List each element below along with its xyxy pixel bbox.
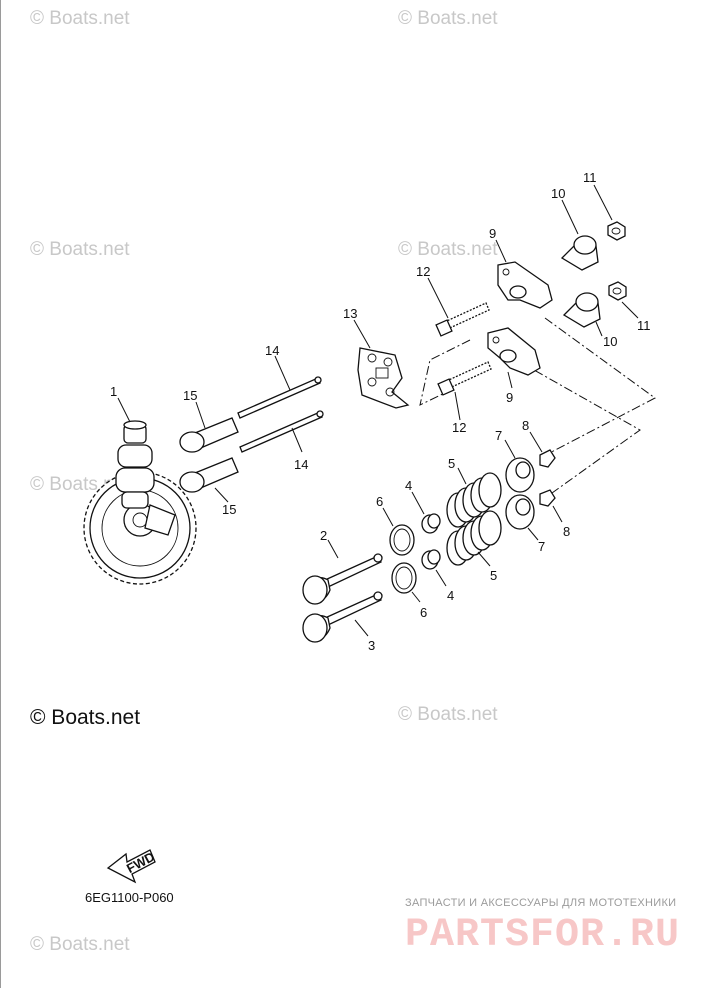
push-rod-upper xyxy=(237,376,322,419)
watermark-top-right: © Boats.net xyxy=(398,8,498,29)
leader-15b xyxy=(214,487,229,503)
axis-line-upper xyxy=(539,317,656,459)
callout-2: 2 xyxy=(320,528,327,543)
watermark-bottom-left: © Boats.net xyxy=(30,934,130,955)
valve-shim-lower xyxy=(391,562,417,594)
leader-3 xyxy=(354,619,369,637)
leader-8b xyxy=(552,505,563,523)
camshaft xyxy=(115,420,176,536)
callout-9-upper: 9 xyxy=(489,226,496,241)
leader-13 xyxy=(353,319,371,349)
valve-stem-seal-lower xyxy=(421,549,441,570)
leader-4a xyxy=(411,491,425,515)
valve-stem-seal-upper xyxy=(421,513,441,534)
rocker-pivot-lower xyxy=(562,292,601,328)
leader-7b xyxy=(527,527,539,541)
pushrod-guide-plate xyxy=(357,347,410,409)
rocker-arm-upper xyxy=(497,261,553,309)
callout-13: 13 xyxy=(343,306,357,321)
leader-14a xyxy=(274,355,291,391)
leader-9b xyxy=(507,371,513,389)
leader-2 xyxy=(327,539,339,559)
callout-7-upper: 7 xyxy=(495,428,502,443)
watermark-lower-right: © Boats.net xyxy=(398,704,498,725)
valve-shim-upper xyxy=(389,524,415,556)
ad-tagline: ЗАПЧАСТИ И АКСЕССУАРЫ ДЛЯ МОТОТЕХНИКИ xyxy=(405,897,676,909)
callout-9-lower: 9 xyxy=(506,390,513,405)
callout-6-upper: 6 xyxy=(376,494,383,509)
fwd-label: FWD xyxy=(124,849,157,876)
callout-8-upper: 8 xyxy=(522,418,529,433)
leader-10b xyxy=(595,321,603,337)
callout-3: 3 xyxy=(368,638,375,653)
leader-11b xyxy=(621,301,639,319)
callout-14-upper: 14 xyxy=(265,343,279,358)
leader-4b xyxy=(435,569,447,587)
watermark-mid-right: © Boats.net xyxy=(398,239,498,260)
leader-5b xyxy=(477,551,491,567)
rocker-nut-upper xyxy=(607,221,626,241)
leader-6a xyxy=(382,507,394,527)
axis-line-studs xyxy=(419,339,471,406)
leader-10a xyxy=(561,199,579,235)
callout-4-lower: 4 xyxy=(447,588,454,603)
callout-8-lower: 8 xyxy=(563,524,570,539)
rocker-stud-upper xyxy=(435,302,490,337)
valve-collet-lower xyxy=(539,489,556,507)
leader-14b xyxy=(291,427,303,453)
callout-15-lower: 15 xyxy=(222,502,236,517)
callout-15-upper: 15 xyxy=(183,388,197,403)
callout-14-lower: 14 xyxy=(294,457,308,472)
watermark-top-left: © Boats.net xyxy=(30,8,130,29)
diagram-code: 6EG1100-P060 xyxy=(85,890,174,905)
callout-1: 1 xyxy=(110,384,117,399)
intake-valve xyxy=(302,553,383,605)
leader-1 xyxy=(117,397,131,423)
leader-5a xyxy=(457,467,467,485)
leader-12b xyxy=(454,391,461,421)
exhaust-valve xyxy=(302,591,383,643)
callout-12-upper: 12 xyxy=(416,264,430,279)
callout-11-lower: 11 xyxy=(637,318,651,333)
valve-spring-lower xyxy=(446,510,502,566)
leader-11a xyxy=(593,184,613,221)
leader-15a xyxy=(195,401,206,429)
leader-9a xyxy=(495,239,507,263)
callout-12-lower: 12 xyxy=(452,420,466,435)
valve-collet-upper xyxy=(539,449,556,468)
valve-lifter-upper xyxy=(179,417,239,453)
rocker-arm-lower xyxy=(487,327,541,376)
valve-spring-upper xyxy=(446,472,502,528)
valve-lifter-lower xyxy=(179,457,239,493)
fwd-arrow-icon: FWD xyxy=(106,849,157,884)
leader-7a xyxy=(504,439,516,459)
rocker-pivot-upper xyxy=(560,235,599,271)
callout-10-lower: 10 xyxy=(603,334,617,349)
watermark-mid-left: © Boats.net xyxy=(30,239,130,260)
callout-4-upper: 4 xyxy=(405,478,412,493)
spring-retainer-upper xyxy=(505,457,535,493)
callout-7-lower: 7 xyxy=(538,539,545,554)
callout-5-upper: 5 xyxy=(448,456,455,471)
push-rod-lower xyxy=(239,410,324,453)
leader-6b xyxy=(411,591,421,603)
callout-10-upper: 10 xyxy=(551,186,565,201)
leader-8a xyxy=(529,431,543,453)
spring-retainer-lower xyxy=(505,494,535,530)
rocker-stud-lower xyxy=(437,361,492,396)
watermark-main: © Boats.net xyxy=(30,706,140,729)
rocker-nut-lower xyxy=(608,281,627,301)
callout-5-lower: 5 xyxy=(490,568,497,583)
callout-11-upper: 11 xyxy=(583,170,597,185)
ad-brand-logo: PARTSFOR.RU xyxy=(405,913,680,958)
axis-line-lower xyxy=(519,361,641,499)
callout-6-lower: 6 xyxy=(420,605,427,620)
leader-12a xyxy=(427,277,449,319)
